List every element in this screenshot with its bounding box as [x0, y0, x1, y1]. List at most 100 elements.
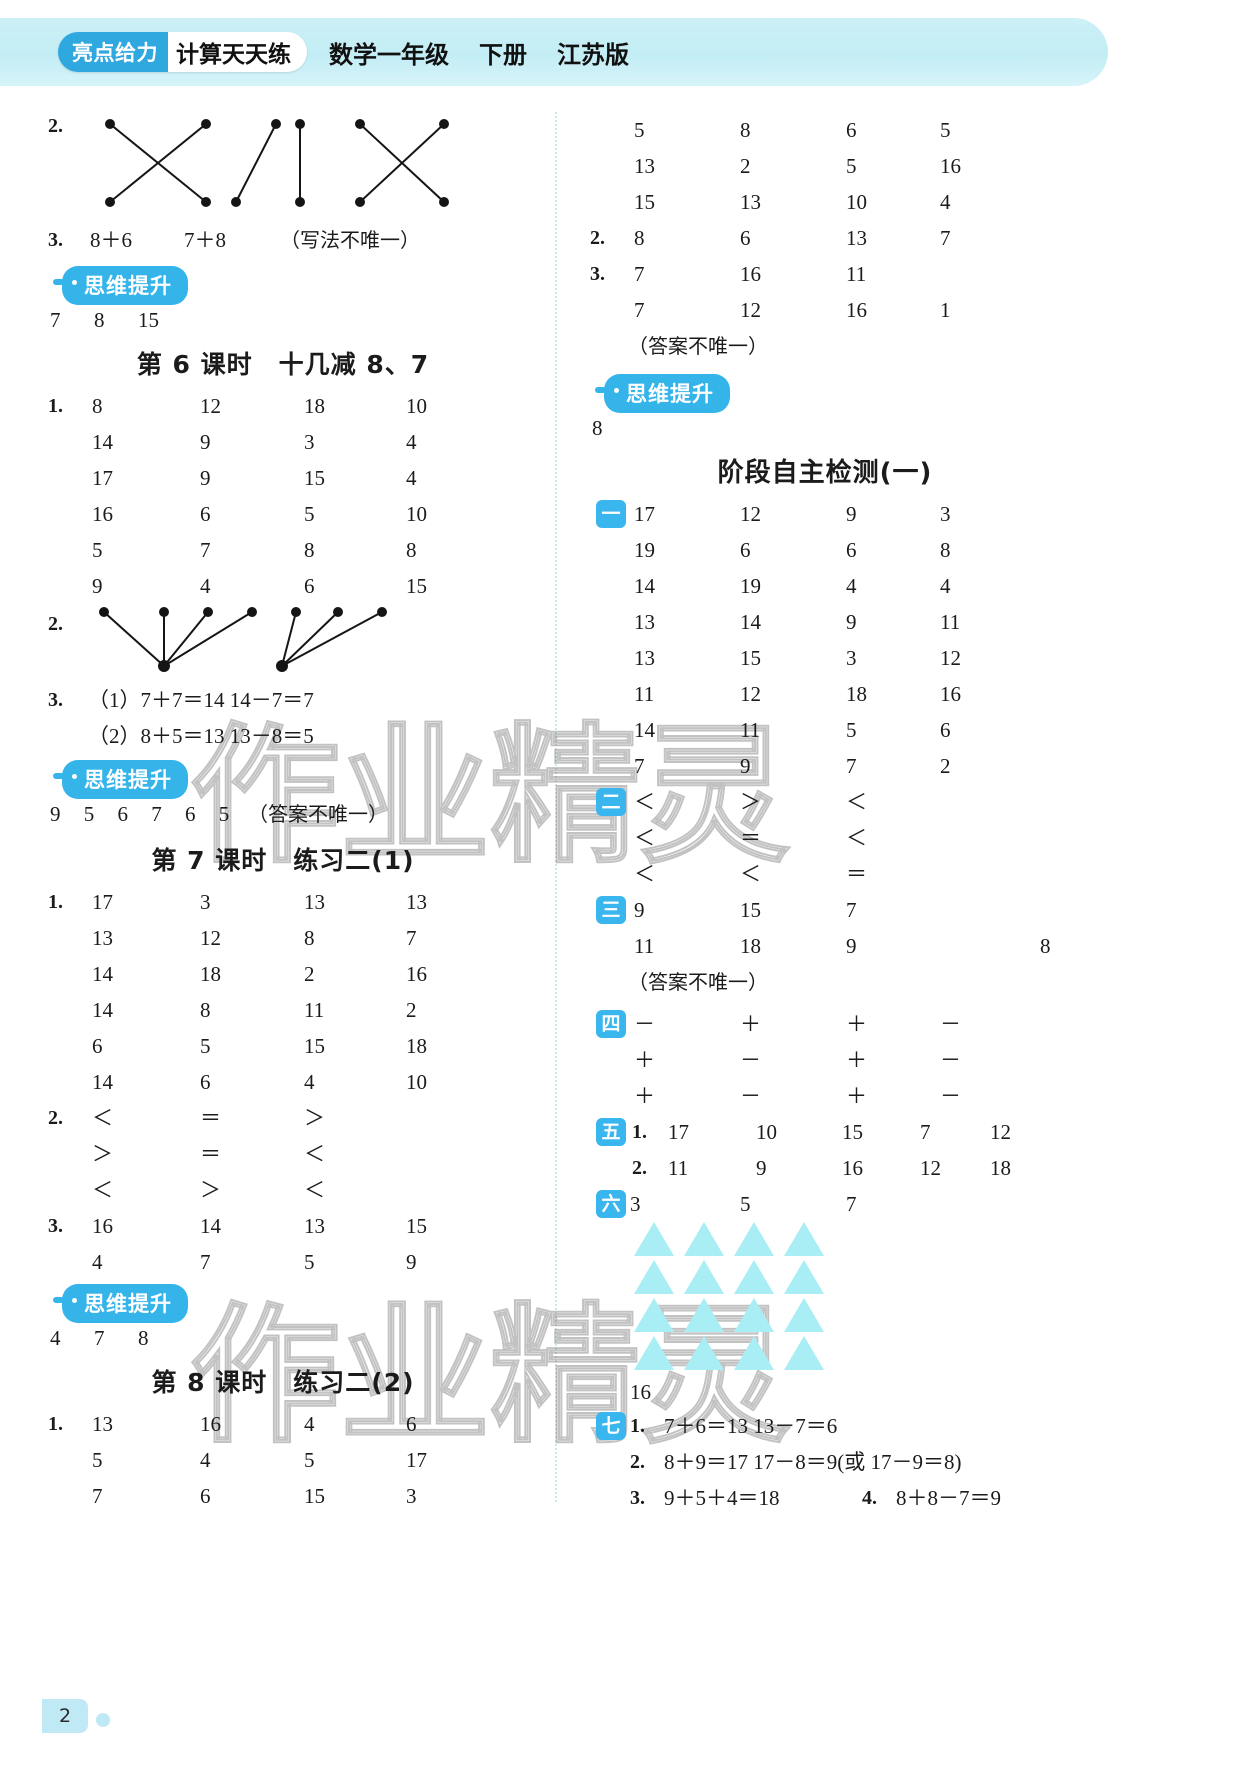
- answer-value: 12: [740, 502, 761, 526]
- comparison-symbol: ＜: [92, 1106, 113, 1130]
- comparison-symbol: ＜: [304, 1178, 325, 1202]
- answer-expression: （2）8＋5＝13 13－8＝5: [88, 724, 314, 748]
- answer-value: 14: [634, 574, 655, 598]
- answer-value: 16: [740, 262, 761, 286]
- answer-row: ＋ － ＋ －: [590, 1042, 1060, 1078]
- answer-value: 13: [92, 926, 113, 950]
- comparison-symbol: ＝: [200, 1142, 221, 1166]
- operator-symbol: ＋: [634, 1048, 655, 1072]
- brand-name-label: 亮点给力: [58, 32, 168, 72]
- answer-value: 6: [740, 538, 751, 562]
- right-column: 5 8 6 5 13 2 5 16 15 13 10 4 2. 8 6 13 7…: [590, 112, 1060, 1516]
- answer-value: 16: [842, 1156, 863, 1180]
- answer-row: 二 ＜ ＞ ＜: [590, 784, 1060, 820]
- think-section: 思维提升: [48, 1280, 518, 1323]
- triangle-icon: [784, 1298, 824, 1332]
- answer-value: 9: [756, 1156, 767, 1180]
- answer-value: 12: [740, 682, 761, 706]
- answer-value: 5: [634, 118, 645, 142]
- answer-row: ＋ － ＋ －: [590, 1078, 1060, 1114]
- answer-value: 13: [846, 226, 867, 250]
- answer-row: 五 1. 17 10 15 7 12: [590, 1114, 1060, 1150]
- answer-value: 11: [304, 998, 325, 1022]
- question-number: 3.: [630, 1487, 645, 1509]
- answer-value: 8: [94, 308, 105, 332]
- answer-row: 11 12 18 16: [590, 676, 1060, 712]
- question-number: 3.: [48, 689, 63, 711]
- answer-row: （答案不唯一）: [590, 328, 1060, 370]
- comparison-symbol: ＞: [304, 1106, 325, 1130]
- answer-value: 16: [92, 502, 113, 526]
- answer-value: 9: [634, 898, 645, 922]
- answer-row: 5 4 5 17: [48, 1442, 518, 1478]
- answer-row: 8: [590, 410, 1060, 450]
- answer-value: 15: [634, 190, 655, 214]
- answer-value: 10: [406, 394, 427, 418]
- answer-value: 9: [846, 934, 857, 958]
- answer-row: 7 9 7 2: [590, 748, 1060, 784]
- answer-value: 17: [92, 466, 113, 490]
- answer-value: 8: [634, 226, 645, 250]
- answer-value: 1: [940, 298, 951, 322]
- answer-expression: （1）7＋7＝14 14－7＝7: [88, 688, 314, 712]
- operator-symbol: －: [940, 1084, 961, 1108]
- answer-value: 9: [846, 610, 857, 634]
- answer-value: 8＋6: [90, 228, 132, 252]
- answer-expression: 8＋9＝17 17－8＝9(或 17－9＝8): [664, 1450, 962, 1474]
- answer-value: 7: [634, 262, 645, 286]
- question-number: 3.: [48, 1215, 63, 1237]
- answer-row: 1. 8 12 18 10: [48, 388, 518, 424]
- answer-value: 7: [92, 1484, 103, 1508]
- comparison-symbol: ＜: [846, 826, 867, 850]
- answer-value: 16: [200, 1412, 221, 1436]
- answer-value: 3: [406, 1484, 417, 1508]
- answer-value: 13: [740, 190, 761, 214]
- lesson-number-label: 第 7 课时: [151, 846, 268, 875]
- answer-value: 8: [940, 538, 951, 562]
- answer-value: 17: [668, 1120, 689, 1144]
- question-number: 4.: [862, 1487, 877, 1509]
- operator-symbol: ＋: [846, 1048, 867, 1072]
- answer-row: 14 6 4 10: [48, 1064, 518, 1100]
- answer-value: 16: [406, 962, 427, 986]
- answer-value: 4: [406, 430, 417, 454]
- answer-row: 1. 13 16 4 6: [48, 1406, 518, 1442]
- question-number: 2.: [48, 115, 63, 137]
- page-number: 2: [42, 1699, 88, 1733]
- answer-row: 一 17 12 9 3: [590, 496, 1060, 532]
- triangle-icon: [634, 1298, 674, 1332]
- answer-row: 3. 9＋5＋4＝18 4. 8＋8－7＝9: [590, 1480, 1060, 1516]
- answer-value: 18: [304, 394, 325, 418]
- answer-value: 8: [138, 1326, 149, 1350]
- operator-symbol: －: [740, 1048, 761, 1072]
- answer-value: 2: [740, 154, 751, 178]
- answer-value: 4: [304, 1070, 315, 1094]
- answer-row: 7 12 16 1: [590, 292, 1060, 328]
- answer-value: 6: [200, 1484, 211, 1508]
- answer-value: 4: [92, 1250, 103, 1274]
- question-number: 1.: [48, 1413, 63, 1435]
- matching-lines-diagram: [88, 114, 468, 214]
- answer-value: 10: [756, 1120, 777, 1144]
- answer-value: 8: [406, 538, 417, 562]
- section-badge-7: 七: [596, 1412, 626, 1440]
- answer-value: 17: [634, 502, 655, 526]
- answer-expression: 8＋8－7＝9: [896, 1486, 1001, 1510]
- answer-value: 14: [634, 718, 655, 742]
- answer-value: 5: [846, 718, 857, 742]
- answer-value: 16: [846, 298, 867, 322]
- answer-value: 7: [200, 538, 211, 562]
- answer-value: 7: [920, 1120, 931, 1144]
- answer-value: 7: [846, 754, 857, 778]
- volume-label: 下册: [479, 40, 527, 69]
- answer-value: 9: [740, 754, 751, 778]
- answer-note: （答案不唯一）: [248, 802, 388, 826]
- think-section: 思维提升: [48, 262, 518, 305]
- triangle-icon: [734, 1336, 774, 1370]
- triangle-row: [634, 1260, 884, 1298]
- answer-value: 19: [634, 538, 655, 562]
- answer-value: 7: [940, 226, 951, 250]
- answer-row: 13 2 5 16: [590, 148, 1060, 184]
- answer-value: 15: [740, 646, 761, 670]
